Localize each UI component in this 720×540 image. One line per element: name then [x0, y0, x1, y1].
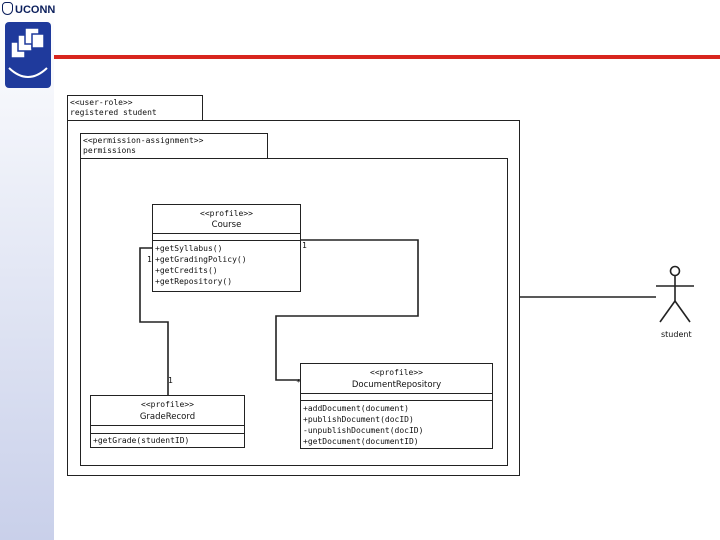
user-role-tab: <<user-role>> registered student — [67, 95, 203, 121]
user-role-name: registered student — [70, 108, 157, 117]
course-class: <<profile>> Course +getSyllabus() +getGr… — [152, 204, 301, 292]
graderecord-method: +getGrade(studentID) — [93, 436, 190, 445]
permission-assignment-tab: <<permission-assignment>> permissions — [80, 133, 268, 159]
graderecord-class-name: GradeRecord — [139, 412, 196, 422]
actor-name: student — [661, 330, 692, 339]
course-method: +getCredits() — [155, 266, 218, 275]
permission-stereotype: <<permission-assignment>> — [83, 136, 204, 145]
sidebar-background — [0, 0, 54, 540]
university-logo-icon — [5, 22, 51, 88]
permission-assignment-container — [80, 158, 508, 466]
documentrepository-method: +addDocument(document) — [303, 404, 409, 413]
documentrepository-divider-2 — [301, 400, 492, 401]
uconn-logo-text: UCONN — [2, 2, 55, 16]
course-divider-1 — [153, 233, 300, 234]
user-role-container — [67, 120, 520, 476]
course-divider-2 — [153, 240, 300, 241]
documentrepository-divider-1 — [301, 393, 492, 394]
graderecord-divider-1 — [91, 425, 244, 426]
uconn-seal-icon — [2, 2, 13, 15]
graderecord-class: <<profile>> GradeRecord +getGrade(studen… — [90, 395, 245, 448]
documentrepository-method: -unpublishDocument(docID) — [303, 426, 424, 435]
documentrepository-method: +publishDocument(docID) — [303, 415, 414, 424]
course-stereotype: <<profile>> — [200, 209, 253, 218]
user-role-stereotype: <<user-role>> — [70, 98, 133, 107]
course-graderecord-association — [139, 247, 169, 395]
course-class-name: Course — [211, 220, 242, 230]
permission-name: permissions — [83, 146, 136, 155]
course-method: +getRepository() — [155, 277, 233, 286]
multiplicity-graderecord: 1 — [168, 376, 173, 385]
documentrepository-method: +getDocument(documentID) — [303, 437, 419, 446]
multiplicity-course-left: 1 — [147, 255, 152, 264]
student-actor-icon — [656, 265, 694, 323]
course-method: +getGradingPolicy() — [155, 255, 247, 264]
brand-label: UCONN — [15, 4, 56, 16]
header-accent-line — [54, 55, 720, 59]
graderecord-stereotype: <<profile>> — [141, 400, 194, 409]
documentrepository-stereotype: <<profile>> — [370, 368, 423, 377]
multiplicity-course-right: 1 — [302, 241, 307, 250]
course-repository-association — [275, 239, 419, 381]
multiplicity-repository: * — [296, 378, 301, 387]
graderecord-divider-2 — [91, 433, 244, 434]
documentrepository-class-name: DocumentRepository — [351, 380, 442, 390]
course-method: +getSyllabus() — [155, 244, 223, 253]
documentrepository-class: <<profile>> DocumentRepository +addDocum… — [300, 363, 493, 449]
